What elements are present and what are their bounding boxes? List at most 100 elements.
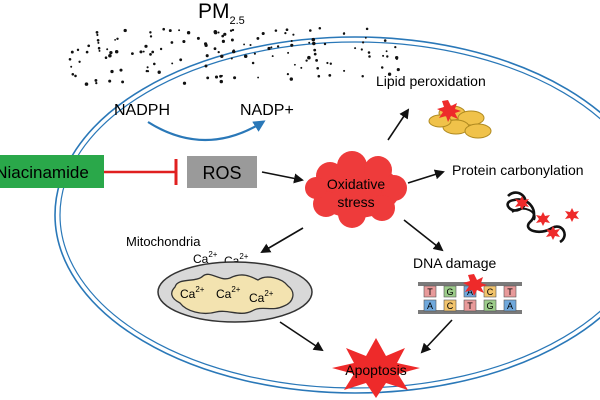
pm25-particle	[261, 31, 265, 36]
pm25-particle	[217, 50, 220, 54]
pm25-particle	[162, 27, 166, 31]
pm25-particle	[232, 50, 236, 54]
nadph-label: NADPH	[114, 102, 170, 119]
pm25-particle	[305, 59, 308, 62]
apoptosis-burst-icon	[332, 338, 420, 398]
pm25-particle	[285, 28, 289, 32]
pm25-particle	[153, 62, 156, 66]
pm25-particle	[109, 50, 113, 55]
arrow-stress-to-mito	[260, 227, 304, 254]
pm25-particle	[123, 28, 127, 33]
pm25-particle	[300, 66, 303, 69]
pm25-particle	[315, 59, 318, 62]
dna-base-box	[463, 299, 477, 312]
pm25-particle	[290, 39, 293, 43]
pm25-particle	[157, 70, 161, 74]
pm25-particle	[106, 48, 109, 51]
ca-ion-3: Ca2+	[180, 285, 205, 301]
dna-base-letter: T	[427, 287, 433, 297]
pm25-particle	[219, 79, 223, 84]
ros-label: ROS	[202, 163, 241, 183]
pm25-particle	[270, 46, 273, 49]
pm25-particle	[97, 41, 100, 44]
pm25-particle	[256, 36, 260, 40]
niacinamide-box	[0, 155, 104, 188]
arrow-dna-to-apoptosis	[420, 319, 453, 354]
pm25-particle	[168, 29, 172, 33]
pm25-particle	[217, 31, 220, 34]
pm25-particle	[289, 77, 293, 81]
membrane-outer	[54, 36, 600, 394]
pm25-particle	[326, 61, 329, 65]
pm25-particle	[220, 74, 223, 77]
pm25-particle	[121, 80, 125, 84]
dna-label: DNA damage	[413, 255, 496, 271]
pm25-particle	[214, 75, 219, 79]
pm25-particle	[139, 50, 143, 54]
ca-ion-4: Ca2+	[216, 285, 241, 301]
pm25-particle	[365, 27, 369, 31]
pm25-particle	[312, 41, 316, 46]
pm25-particle	[213, 30, 218, 34]
pm25-particle	[287, 51, 290, 54]
pm25-particle	[76, 48, 80, 52]
inhibitor-group: Niacinamide	[0, 155, 178, 188]
pm25-particle	[97, 46, 101, 50]
dna-base-box	[423, 299, 437, 312]
pm25-particle	[293, 63, 296, 66]
pm25-particle	[257, 76, 260, 79]
pm25-particle	[68, 57, 72, 61]
pm25-particle	[74, 74, 77, 78]
pm25-particle	[70, 65, 73, 68]
pm25-particle	[311, 37, 316, 42]
pm25-particle	[387, 72, 392, 76]
pm25-particle	[71, 72, 75, 76]
calcium-ions-inside: Ca2+ Ca2+ Ca2+	[180, 285, 274, 305]
pm25-particle	[170, 41, 174, 44]
pm25-particle	[186, 31, 191, 35]
pm25-particle	[182, 39, 186, 44]
pm25-particle	[395, 57, 398, 61]
pm25-particle	[243, 54, 248, 58]
dna-base-letter: C	[487, 287, 494, 297]
dna-base-box	[483, 299, 497, 312]
oxidative-stress-cloud	[305, 151, 407, 228]
pm25-particle	[274, 29, 278, 32]
pm25-particle	[223, 32, 227, 36]
pm25-particle	[149, 53, 152, 56]
pm25-particle	[85, 50, 89, 54]
pm25-particle	[368, 55, 371, 58]
lipid-damage-burst-icon	[437, 100, 461, 122]
pm25-particle	[342, 32, 346, 35]
pm25-particle	[380, 66, 384, 69]
cell-membrane	[54, 36, 600, 394]
nadph-curved-arrow-icon	[147, 120, 266, 142]
ca-ion-1: Ca2+	[193, 250, 218, 266]
dna-base-letter: T	[507, 287, 513, 297]
pm25-particle	[286, 72, 290, 76]
pm25-particle	[230, 57, 233, 60]
pm25-particle	[396, 68, 400, 72]
pm25-particle	[328, 74, 332, 77]
dna-damage-burst-icon	[463, 274, 487, 296]
pm25-particle	[204, 43, 208, 48]
pm25-particle	[313, 48, 317, 52]
dna-base-letter: A	[467, 287, 473, 297]
pm25-particle	[292, 33, 295, 36]
pm25-particle	[243, 43, 246, 46]
pm25-particle	[316, 66, 320, 70]
pm25-particle	[87, 44, 91, 48]
pm25-particle	[144, 44, 148, 48]
pm25-particle	[95, 81, 98, 85]
pm25-particle	[231, 28, 235, 32]
dna-base-letter: T	[467, 301, 473, 311]
pm25-particle	[95, 31, 99, 34]
pm25-particle	[382, 54, 385, 57]
pm25-particle	[361, 41, 365, 44]
protein-aggregate-icon	[506, 191, 579, 244]
pm25-particle	[284, 31, 287, 35]
pm25-particle	[267, 46, 271, 51]
pm25-particle	[361, 74, 364, 78]
